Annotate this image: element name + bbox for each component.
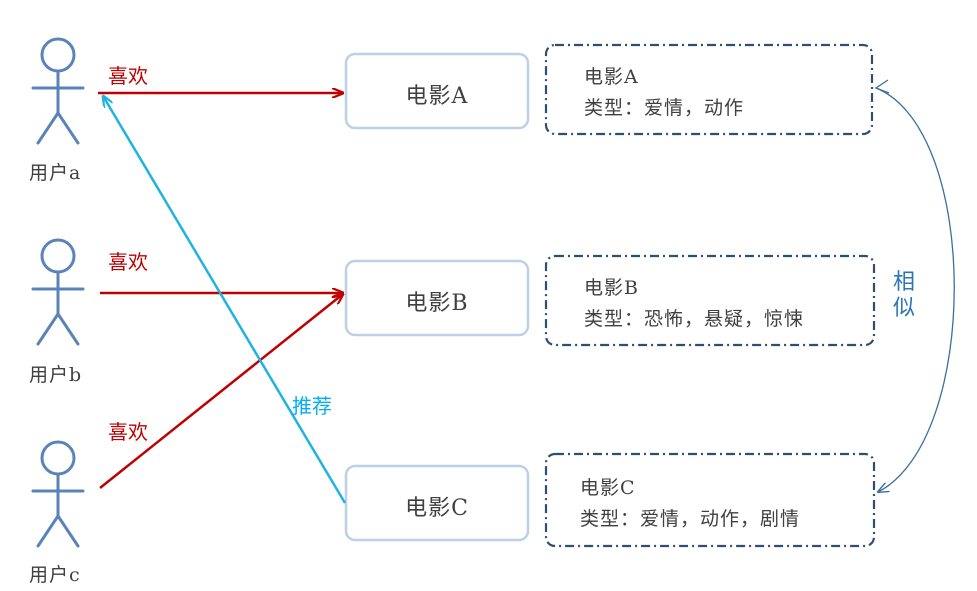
movie-a-info-title: 电影A (584, 66, 639, 88)
user-a-figure-icon (31, 37, 85, 145)
movie-a-label: 电影A (405, 84, 469, 109)
movie-c-info-genre: 类型：爱情，动作，剧情 (580, 508, 801, 530)
movie-a-box (344, 52, 530, 130)
recommend-label: 推荐 (292, 394, 332, 418)
user-c-figure-icon (31, 440, 85, 548)
movie-c-info-title: 电影C (580, 477, 636, 499)
movie-c-label: 电影C (405, 496, 469, 521)
like-label-b: 喜欢 (108, 250, 148, 274)
movie-b-label: 电影B (405, 291, 469, 316)
similar-arc (876, 87, 955, 492)
movie-a-info: 电影A 类型：爱情，动作 (584, 62, 744, 124)
like-label-c: 喜欢 (108, 420, 148, 444)
movie-a-info-genre: 类型：爱情，动作 (584, 97, 745, 119)
recommend-arrow-c-to-a (103, 96, 347, 504)
like-arrow-c-to-b (99, 294, 343, 489)
user-c-label: 用户c (29, 564, 81, 586)
movie-c-info: 电影C 类型：爱情，动作，剧情 (580, 473, 800, 535)
movie-c-info-box (544, 452, 876, 548)
movie-b-info-genre: 类型：恐怖，悬疑，惊悚 (584, 308, 805, 330)
similar-label: 相似 (893, 270, 916, 321)
user-b-label: 用户b (29, 364, 83, 386)
like-label-a: 喜欢 (108, 64, 148, 88)
user-a-label: 用户a (29, 162, 82, 184)
movie-b-info-title: 电影B (584, 277, 639, 299)
user-b-figure-icon (31, 238, 85, 346)
similar-arc-start-arrowhead-icon (874, 79, 890, 94)
movie-b-info: 电影B 类型：恐怖，悬疑，惊悚 (584, 273, 804, 335)
movie-a-info-box (544, 43, 874, 136)
movie-c-box (344, 464, 530, 542)
movie-b-info-box (544, 254, 876, 347)
